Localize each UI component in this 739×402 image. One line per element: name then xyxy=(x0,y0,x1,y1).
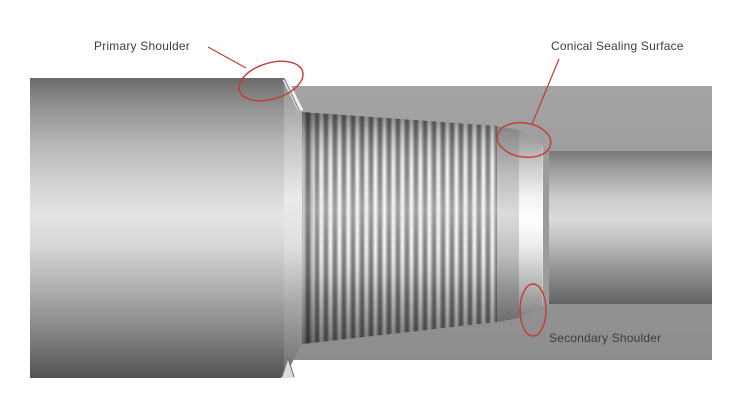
primary-shoulder-leader-line xyxy=(207,46,247,69)
conical-sealing-surface-ellipse xyxy=(496,121,552,159)
thread-relief-groove xyxy=(302,112,313,344)
primary-shoulder-ellipse xyxy=(238,60,304,102)
shoulder-bottom-notch-edge xyxy=(281,356,295,378)
sealing-surface xyxy=(519,130,543,318)
thread-section-shading xyxy=(302,112,497,344)
conical-sealing-surface-leader-line xyxy=(531,58,560,125)
shoulder-chamfer xyxy=(284,78,302,378)
shoulder-chamfer-highlight xyxy=(282,77,304,113)
conical-sealing-surface-label: Conical Sealing Surface xyxy=(551,39,684,53)
secondary-shoulder-face xyxy=(543,146,549,306)
sealing-cone xyxy=(497,126,519,322)
secondary-shoulder-label: Secondary Shoulder xyxy=(549,331,662,345)
secondary-shoulder-ellipse xyxy=(519,283,547,337)
shoulder-edge-line xyxy=(283,77,301,113)
primary-shoulder-label: Primary Shoulder xyxy=(94,39,190,53)
pin-nose xyxy=(549,151,712,304)
shoulder-bottom-notch xyxy=(281,357,295,378)
pipe-body xyxy=(30,78,284,378)
